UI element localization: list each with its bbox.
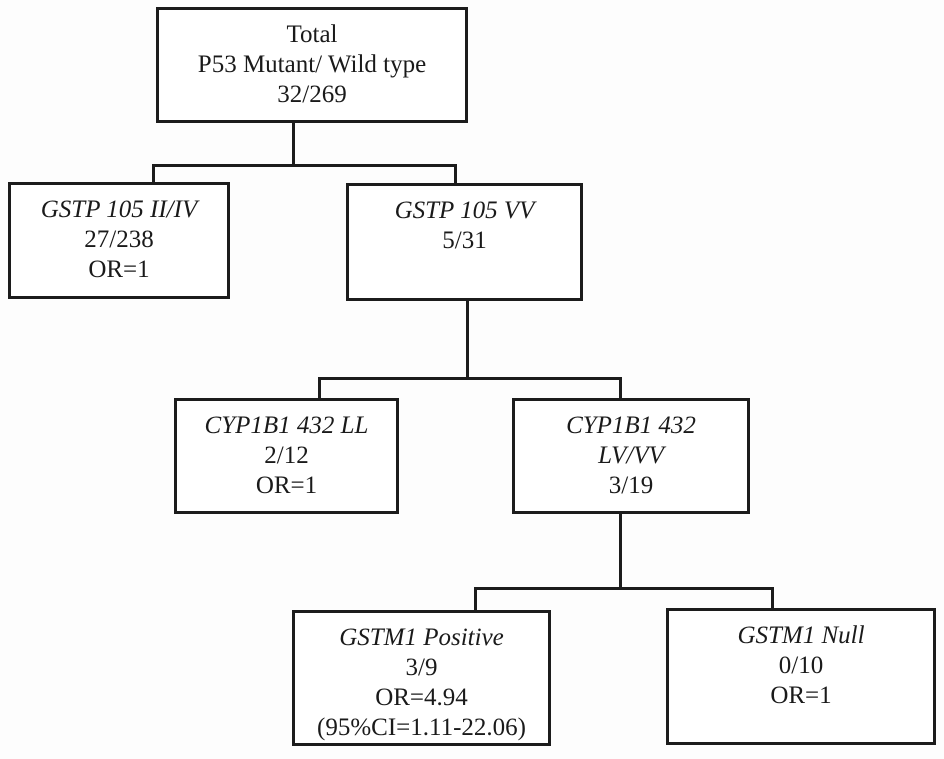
connector-gstp-ii-iv-drop — [152, 164, 155, 184]
node-total: Total P53 Mutant/ Wild type 32/269 — [156, 7, 468, 123]
connector-total-stem — [292, 122, 295, 167]
node-gstp105-ii-iv-genotype: GSTP 105 II/IV — [40, 196, 198, 223]
node-gstm1-null-odds-ratio: OR=1 — [770, 682, 832, 709]
node-gstp105-vv-ratio: 5/31 — [442, 227, 487, 254]
node-gstp105-vv: GSTP 105 VV 5/31 — [346, 183, 583, 301]
node-cyp1b1-432-lv-vv-genotype-line2: LV/VV — [598, 442, 664, 469]
node-gstm1-null: GSTM1 Null 0/10 OR=1 — [666, 608, 936, 745]
node-cyp1b1-432-ll-ratio: 2/12 — [264, 442, 309, 469]
node-cyp1b1-432-lv-vv: CYP1B1 432 LV/VV 3/19 — [512, 398, 750, 514]
connector-gstp-vv-stem — [466, 299, 469, 380]
node-gstp105-vv-genotype: GSTP 105 VV — [394, 197, 535, 224]
node-gstp105-ii-iv-odds-ratio: OR=1 — [88, 256, 150, 283]
connector-cyp1b1-lv-vv-drop — [619, 377, 622, 400]
node-cyp1b1-432-ll: CYP1B1 432 LL 2/12 OR=1 — [174, 398, 399, 514]
connector-level2-crossbar — [152, 164, 457, 167]
node-gstm1-null-ratio: 0/10 — [778, 652, 824, 679]
connector-level3-crossbar — [318, 377, 622, 380]
node-gstm1-positive: GSTM1 Positive 3/9 OR=4.94 (95%CI=1.11-2… — [292, 610, 551, 746]
node-cyp1b1-432-ll-odds-ratio: OR=1 — [255, 472, 318, 499]
connector-gstm1-null-drop — [771, 587, 774, 610]
node-gstm1-null-genotype: GSTM1 Null — [737, 622, 865, 649]
connector-level4-crossbar — [474, 587, 774, 590]
connector-cyp1b1-ll-drop — [318, 377, 321, 400]
node-total-title: Total — [286, 21, 338, 48]
node-total-ratio: 32/269 — [277, 81, 347, 108]
node-gstm1-positive-genotype: GSTM1 Positive — [339, 624, 504, 651]
node-cyp1b1-432-lv-vv-genotype-line1: CYP1B1 432 — [566, 412, 696, 439]
connector-cyp1b1-lv-vv-stem — [619, 511, 622, 590]
node-gstm1-positive-odds-ratio: OR=4.94 — [375, 684, 468, 711]
node-gstm1-positive-ratio: 3/9 — [405, 654, 438, 681]
node-gstm1-positive-confidence-interval: (95%CI=1.11-22.06) — [317, 714, 526, 741]
node-gstp105-ii-iv-ratio: 27/238 — [84, 226, 154, 253]
connector-gstm1-positive-drop — [474, 587, 477, 612]
node-cyp1b1-432-ll-genotype: CYP1B1 432 LL — [204, 412, 369, 439]
connector-gstp-vv-drop — [454, 164, 457, 185]
node-cyp1b1-432-lv-vv-ratio: 3/19 — [608, 472, 654, 499]
node-gstp105-ii-iv: GSTP 105 II/IV 27/238 OR=1 — [8, 182, 230, 299]
node-total-subtitle: P53 Mutant/ Wild type — [197, 51, 427, 78]
